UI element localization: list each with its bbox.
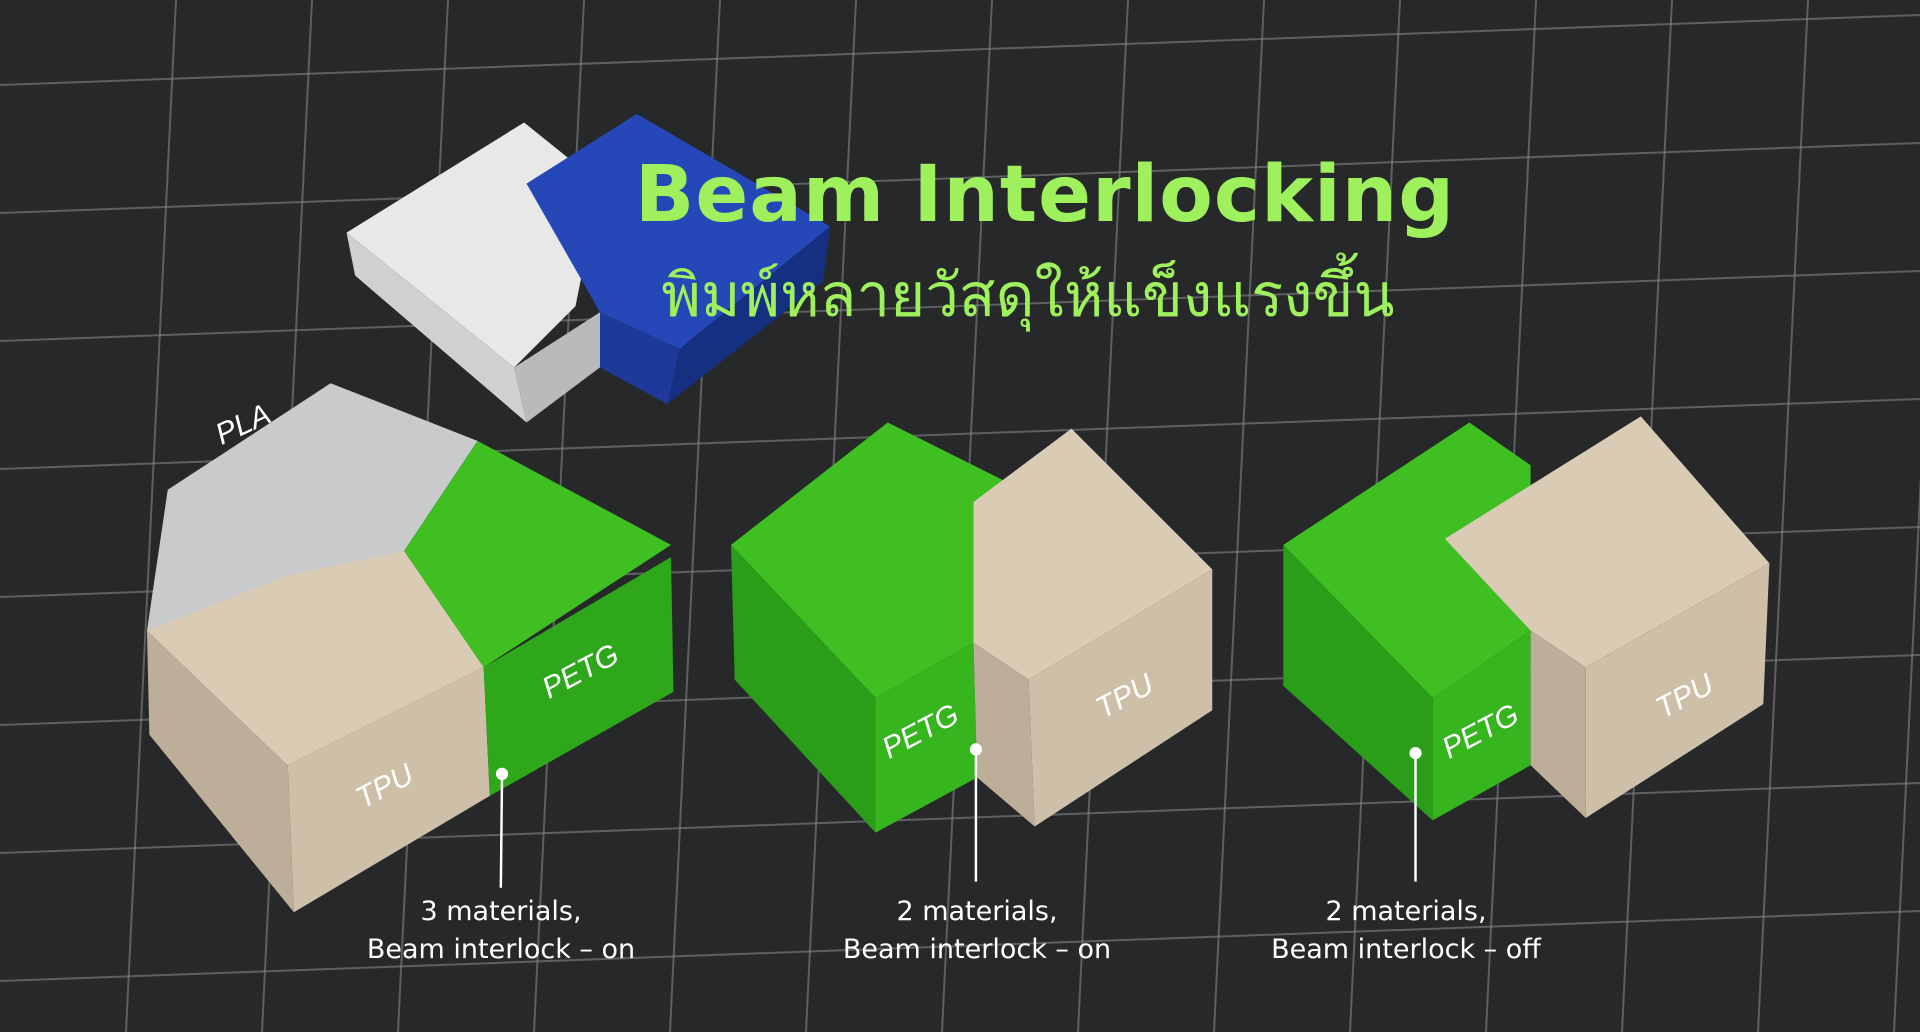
- caption-line2: Beam interlock – on: [842, 934, 1112, 965]
- caption-line2: Beam interlock – on: [366, 934, 636, 965]
- page-title: Beam Interlocking: [634, 150, 1456, 240]
- caption-sample-1: 3 materials, Beam interlock – on: [291, 893, 711, 969]
- block-2-materials-off: [1283, 416, 1770, 821]
- grid-line: [1757, 0, 1809, 1032]
- block-2-materials-on: [731, 422, 1213, 833]
- caption-line1: 3 materials,: [420, 896, 582, 927]
- page-subtitle: พิมพ์หลายวัสดุให้แข็งแรงขึ้น: [661, 261, 1395, 331]
- grid-line: [1893, 474, 1920, 1032]
- caption-sample-3: 2 materials, Beam interlock – off: [1196, 893, 1616, 969]
- caption-sample-2: 2 materials, Beam interlock – on: [767, 893, 1187, 969]
- caption-line1: 2 materials,: [1325, 896, 1487, 927]
- caption-line2: Beam interlock – off: [1271, 934, 1541, 965]
- grid-line: [0, 270, 1920, 342]
- grid-line: [1213, 0, 1265, 1032]
- top-white-blue-assembly: [346, 113, 831, 423]
- grid-line: [0, 142, 1920, 214]
- block-3-materials: [146, 383, 674, 913]
- grid-line: [125, 0, 177, 1032]
- caption-line1: 2 materials,: [896, 896, 1058, 927]
- pointer-lines: [495, 743, 1422, 888]
- grid-line: [0, 14, 1920, 86]
- grid-line: [0, 910, 1920, 982]
